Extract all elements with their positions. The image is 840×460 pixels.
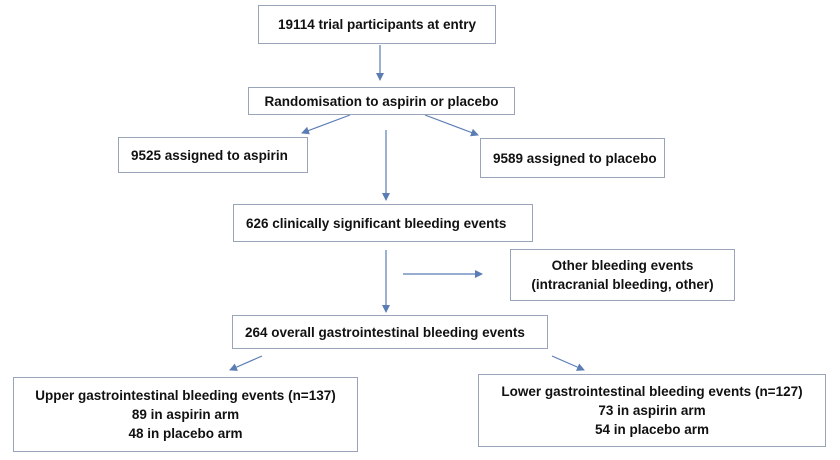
lower-gi-box: Lower gastrointestinal bleeding events (… bbox=[478, 374, 826, 447]
randomisation-box: Randomisation to aspirin or placebo bbox=[248, 87, 515, 115]
lower-gi-title: Lower gastrointestinal bleeding events (… bbox=[501, 384, 803, 399]
arrow-gi-to-lower bbox=[551, 355, 585, 371]
other-bleeding-line-2: (intracranial bleeding, other) bbox=[531, 277, 714, 292]
placebo-text: 9589 assigned to placebo bbox=[493, 150, 657, 166]
upper-gi-aspirin: 89 in aspirin arm bbox=[131, 407, 240, 422]
entry-box: 19114 trial participants at entry bbox=[258, 5, 496, 44]
other-bleeding-line-1: Other bleeding events bbox=[551, 258, 694, 273]
placebo-box: 9589 assigned to placebo bbox=[480, 138, 665, 178]
arrow-gi-to-upper bbox=[229, 355, 263, 371]
lower-gi-placebo: 54 in placebo arm bbox=[594, 422, 710, 437]
upper-gi-placebo: 48 in placebo arm bbox=[128, 426, 243, 441]
randomisation-text: Randomisation to aspirin or placebo bbox=[264, 93, 499, 109]
upper-gi-box: Upper gastrointestinal bleeding events (… bbox=[13, 377, 358, 452]
arrow-randomisation-to-aspirin bbox=[301, 114, 351, 135]
bleeding-box: 626 clinically significant bleeding even… bbox=[233, 204, 533, 242]
bleeding-text: 626 clinically significant bleeding even… bbox=[246, 215, 507, 231]
arrow-randomisation-to-placebo bbox=[424, 114, 479, 137]
aspirin-box: 9525 assigned to aspirin bbox=[118, 137, 308, 173]
entry-text: 19114 trial participants at entry bbox=[277, 17, 477, 32]
other-bleeding-box: Other bleeding events (intracranial blee… bbox=[510, 249, 735, 301]
upper-gi-title: Upper gastrointestinal bleeding events (… bbox=[35, 388, 336, 403]
lower-gi-aspirin: 73 in aspirin arm bbox=[598, 403, 706, 418]
aspirin-text: 9525 assigned to aspirin bbox=[131, 147, 288, 163]
gi-bleeding-box: 264 overall gastrointestinal bleeding ev… bbox=[232, 315, 548, 349]
gi-bleeding-text: 264 overall gastrointestinal bleeding ev… bbox=[245, 324, 525, 340]
